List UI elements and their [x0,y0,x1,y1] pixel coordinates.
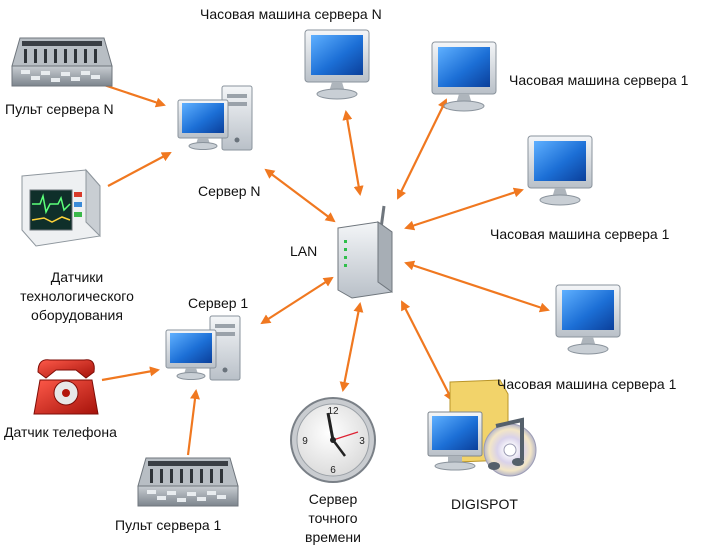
label-sensors: Датчики технологического оборудования [6,268,148,325]
label-clock-machine-server-1a: Часовая машина сервера 1 [509,72,689,88]
label-digispot: DIGISPOT [451,496,518,512]
arrow-server-1-lan [260,276,334,325]
label-server-n: Сервер N [198,183,261,199]
arrow-phone [101,366,160,382]
arrow-clock-n [342,110,364,196]
mixing-console-icon [137,457,239,507]
media-player-icon [427,379,537,477]
label-clock-machine-server-1c: Часовая машина сервера 1 [497,376,677,392]
label-time-server-line-2: точного [308,510,358,526]
arrow-server-n-lan [264,168,336,223]
label-sensors-line-1: Датчики [50,269,104,285]
label-time-server-line-3: времени [305,529,361,545]
label-sensors-line-3: оборудования [31,307,123,323]
label-time-server: Сервер точного времени [293,490,373,547]
clock-numeral-12: 12 [327,406,339,417]
monitor-icon [555,284,621,355]
router-icon [337,205,393,299]
patient-monitor-icon [21,168,101,247]
server-computer-icon [177,85,253,151]
monitor-icon [431,41,497,112]
arrow-clock-1a [397,98,447,200]
label-time-server-line-1: Сервер [308,491,358,507]
label-sensors-line-2: технологического [20,288,134,304]
arrow-console-n [97,81,166,108]
arrow-time-server [339,302,364,392]
monitor-icon [304,29,370,100]
label-phone-sensor: Датчик телефона [4,424,117,440]
arrow-console-1 [186,389,200,456]
mixing-console-icon [11,37,113,87]
label-clock-machine-server-n: Часовая машина сервера N [200,6,382,22]
clock-numeral-9: 9 [302,436,308,447]
label-clock-machine-server-1b: Часовая машина сервера 1 [490,226,670,242]
label-lan: LAN [290,243,318,259]
wall-clock-icon [290,397,376,483]
arrow-digispot [401,300,453,402]
clock-numeral-3: 3 [359,436,365,447]
arrow-clock-1b [404,187,524,231]
server-computer-icon [165,315,241,381]
label-console-server-1: Пульт сервера 1 [115,517,222,533]
arrow-clock-1c [404,260,550,313]
arrow-sensors [107,152,172,187]
label-console-server-n: Пульт сервера N [5,101,114,117]
label-server-1: Сервер 1 [188,295,249,311]
telephone-icon [33,359,99,415]
clock-numeral-6: 6 [330,465,336,476]
connection-arrows [97,81,550,456]
monitor-icon [527,135,593,206]
